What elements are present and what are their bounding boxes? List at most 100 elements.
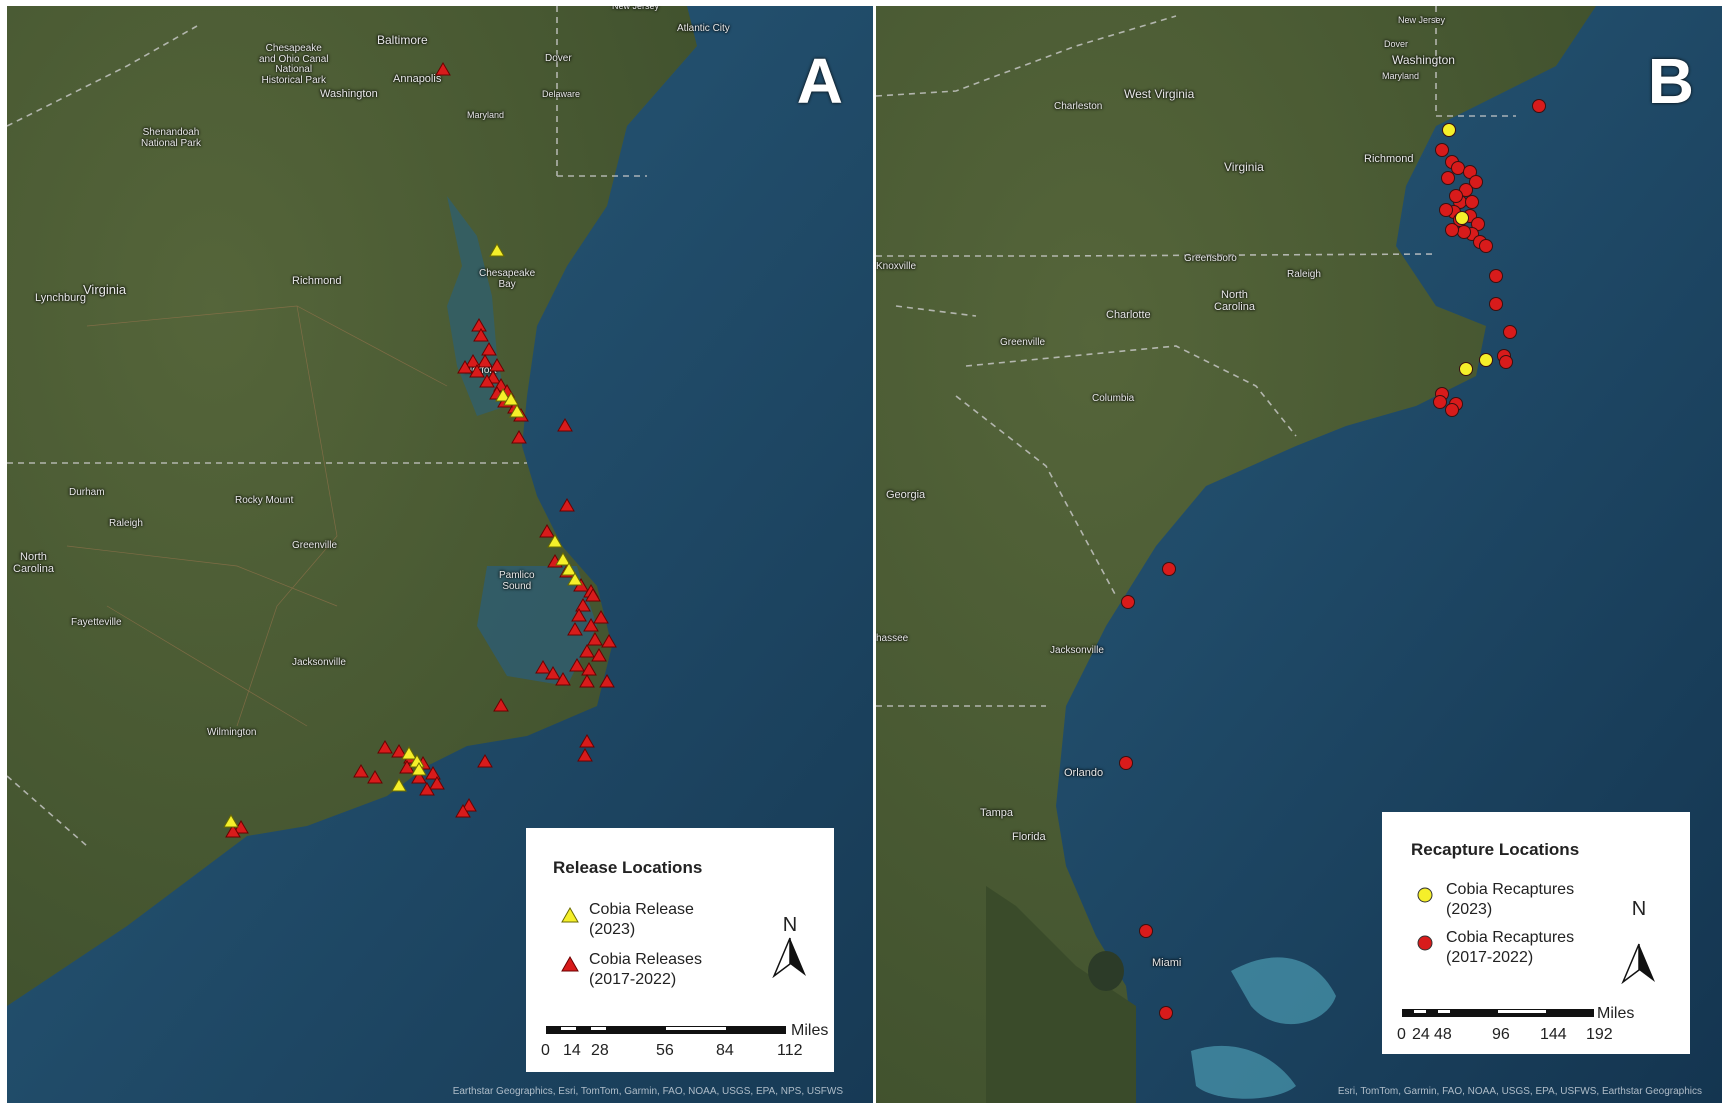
north-label: N [782,914,798,936]
north-arrow-icon [1621,943,1655,984]
place-label: Jacksonville [1050,645,1104,656]
panel-letter-a: A [796,45,843,117]
release-marker-2017-2022 [581,662,597,676]
scale-bar [1402,1009,1594,1017]
recapture-marker-2017-2022 [1479,239,1493,253]
release-marker-2023 [411,762,427,776]
legend-symbol-yellow-circle [1417,887,1433,903]
release-marker-2017-2022 [469,364,485,378]
recapture-marker-2023 [1455,211,1469,225]
place-label: Knoxville [876,261,917,272]
place-label: hassee [876,633,909,644]
place-label: Raleigh [109,518,143,529]
place-label: West Virginia [1124,87,1195,101]
release-marker-2017-2022 [585,588,601,602]
release-marker-2017-2022 [579,734,595,748]
place-label: Virginia [83,282,127,297]
legend-release: Release Locations Cobia Release (2023) C… [526,828,834,1072]
release-marker-2023 [495,388,511,402]
scale-tick-label: 0 [541,1042,550,1059]
release-marker-2017-2022 [429,776,445,790]
place-label: Wilmington [207,727,257,738]
recapture-marker-2017-2022 [1457,225,1471,239]
recapture-marker-2017-2022 [1119,756,1133,770]
recapture-marker-2017-2022 [1121,595,1135,609]
release-marker-2017-2022 [601,634,617,648]
release-marker-2017-2022 [571,608,587,622]
place-label: Greenville [1000,337,1046,348]
place-label: Maryland [1382,71,1420,81]
place-label: Norfolk [465,365,497,376]
place-label: Pamlico Sound [499,570,535,592]
release-marker-2023 [567,572,583,586]
scale-bar [546,1026,786,1034]
place-label: Maryland [467,110,505,120]
release-marker-2017-2022 [587,632,603,646]
release-marker-2017-2022 [539,524,555,538]
attribution-b: Esri, TomTom, Garmin, FAO, NOAA, USGS, E… [1337,1086,1702,1097]
legend-title: Recapture Locations [1411,840,1580,859]
place-label: Charleston [1054,101,1103,112]
release-marker-2017-2022 [583,618,599,632]
place-label: Delaware [542,89,581,99]
recapture-marker-2017-2022 [1439,203,1453,217]
recapture-marker-2017-2022 [1433,395,1447,409]
recapture-marker-2017-2022 [1489,269,1503,283]
legend-item-2023: Cobia Recaptures (2023) [1446,881,1575,918]
release-marker-2017-2022 [457,360,473,374]
place-label: Miami [1152,957,1182,969]
scale-tick-label: 0 [1397,1026,1406,1043]
panel-letter-b: B [1647,45,1694,117]
recapture-marker-2017-2022 [1469,175,1483,189]
scale-tick-label: 28 [591,1042,609,1059]
release-marker-2017-2022 [477,354,493,368]
recapture-marker-2017-2022 [1435,143,1449,157]
place-label: Greensboro [1184,253,1237,264]
place-label: Durham [69,487,105,498]
release-marker-2017-2022 [353,764,369,778]
place-label: Greenville [292,540,338,551]
recapture-marker-2017-2022 [1441,171,1455,185]
release-marker-2017-2022 [575,598,591,612]
north-arrow-icon [772,937,806,978]
place-label: Dover [545,53,572,64]
legend-symbol-red-triangle [561,956,579,972]
legend-item-2023: Cobia Release (2023) [589,901,694,938]
place-label: Florida [1012,831,1046,843]
scale-tick-label: 96 [1492,1026,1510,1043]
scale-tick-label: 112 [777,1042,803,1059]
place-label: Virginia [1224,160,1264,174]
release-marker-2017-2022 [535,660,551,674]
release-marker-2017-2022 [481,342,497,356]
release-marker-2017-2022 [545,666,561,680]
recapture-points [1119,99,1546,1020]
scale-tick-label: 14 [563,1042,581,1059]
release-marker-2017-2022 [391,744,407,758]
place-label: Orlando [1064,767,1104,779]
scale-tick-label: 56 [656,1042,674,1059]
release-marker-2017-2022 [477,754,493,768]
recapture-marker-2017-2022 [1162,562,1176,576]
legend-item-2017-2022: Cobia Recaptures (2017-2022) [1446,929,1575,966]
place-label: Baltimore [377,33,428,47]
place-label: North Carolina [1214,289,1255,313]
recapture-marker-2017-2022 [1532,99,1546,113]
release-marker-2017-2022 [593,610,609,624]
place-label: Richmond [1364,153,1414,165]
north-label: N [1631,898,1647,920]
scale-tick-label: 24 [1412,1026,1430,1043]
place-label: Jacksonville [292,657,346,668]
release-marker-2017-2022 [489,358,505,372]
place-label: Dover [1384,39,1409,49]
legend-recapture: Recapture Locations Cobia Recaptures (20… [1382,812,1690,1054]
attribution-a: Earthstar Geographics, Esri, TomTom, Gar… [452,1086,843,1097]
place-label: New Jersey [1398,15,1446,25]
release-marker-2023 [547,534,563,548]
legend-title: Release Locations [553,858,703,877]
scale-unit: Miles [1597,1005,1635,1022]
scale-tick-label: 48 [1434,1026,1452,1043]
release-marker-2017-2022 [461,798,477,812]
legend-item-2017-2022: Cobia Releases (2017-2022) [589,951,702,988]
place-label: Fayetteville [71,617,122,628]
release-marker-2017-2022 [559,498,575,512]
